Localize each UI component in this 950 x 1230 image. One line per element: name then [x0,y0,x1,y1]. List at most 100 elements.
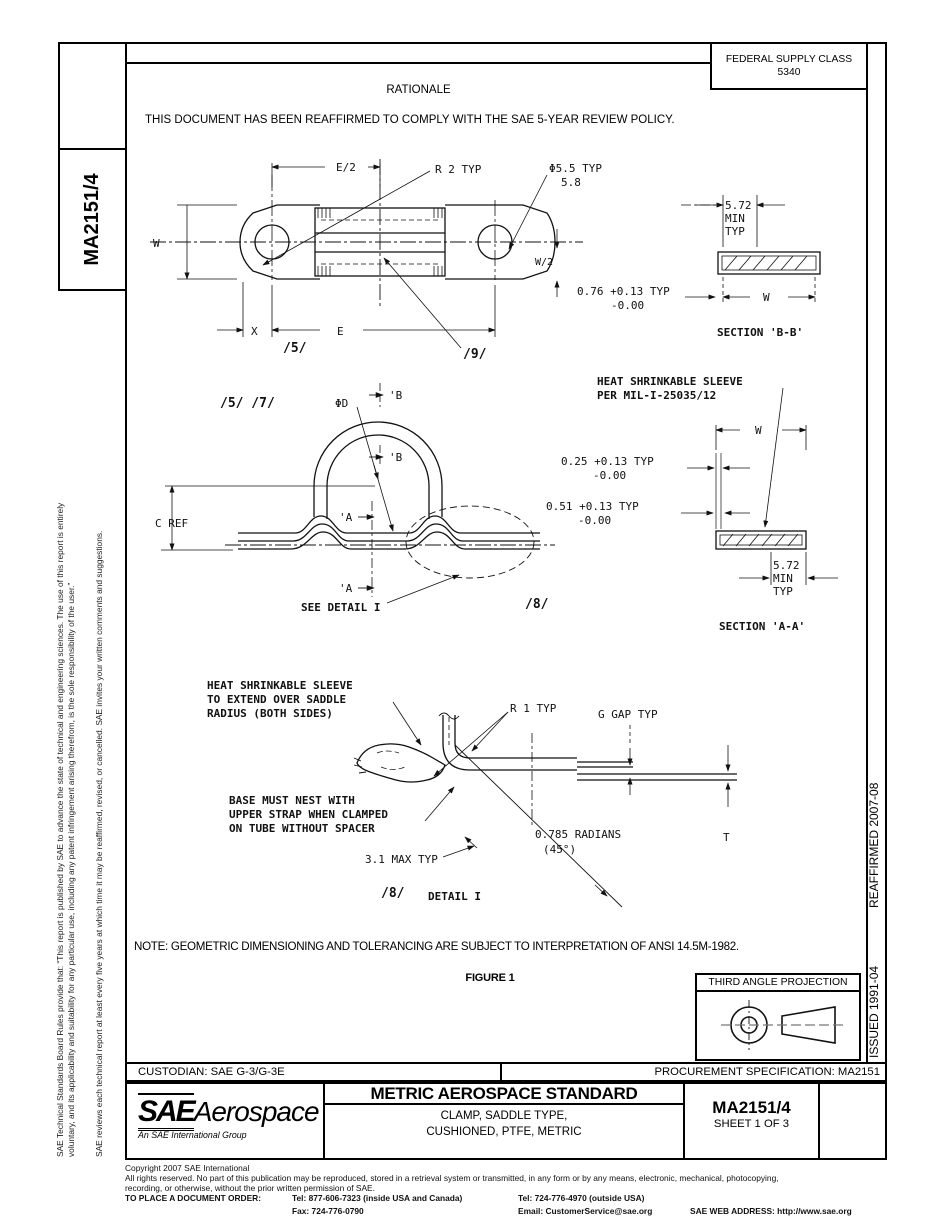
sheet-number: SHEET 1 OF 3 [713,1118,790,1130]
caption-detail-i: DETAIL I [428,890,481,903]
section-bb [681,195,821,303]
doc-number-tab: MA2151/4 [60,150,124,289]
custodian-divider [500,1062,502,1082]
fsc-code: 5340 [777,67,801,78]
disclaimer-text: SAE Technical Standards Board Rules prov… [55,311,76,1157]
dim-w-left: W [153,237,160,250]
dim-076: 0.76 +0.13 TYP [577,285,670,298]
figure-caption: FIGURE 1 [465,972,515,984]
third-angle-title: THIRD ANGLE PROJECTION [697,975,859,992]
third-angle-symbol [721,1000,847,1050]
flag-9-top: /9/ [463,347,487,362]
third-angle-box: THIRD ANGLE PROJECTION [695,973,861,1061]
footer-rights-1: All rights reserved. No part of this pub… [125,1173,779,1183]
note-base-1: BASE MUST NEST WITH [229,794,355,807]
dim-025b: -0.00 [593,469,626,482]
custodian-row [125,1062,887,1082]
dim-31-max: 3.1 MAX TYP [365,853,438,866]
mark-b-top: 'B [389,389,403,402]
dim-t: T [723,831,730,844]
note-base-2: UPPER STRAP WHEN CLAMPED [229,808,388,821]
side-view-clamp [161,383,555,604]
label-dia58: 5.8 [561,176,581,189]
caption-section-aa: SECTION 'A-A' [719,620,805,633]
dim-x: X [251,325,258,338]
dim-bb-min: MIN [725,212,745,225]
reaffirmed-text: REAFFIRMED 2007-08 [867,782,881,908]
dim-076b: -0.00 [611,299,644,312]
label-phid: ΦD [335,397,348,410]
disclaimer-line2: voluntary, and its applicability and sui… [65,582,76,1157]
caption-section-bb: SECTION 'B-B' [717,326,803,339]
dim-025: 0.25 +0.13 TYP [561,455,654,468]
footer-tel-outside: Tel: 724-776-4970 (outside USA) [518,1193,645,1203]
label-see-detail: SEE DETAIL I [301,601,380,614]
federal-supply-class-box: FEDERAL SUPPLY CLASS 5340 [710,42,868,90]
logo-subtitle: An SAE International Group [138,1130,247,1140]
dim-aa-w: W [755,424,762,437]
doc-number: MA2151/4 [712,1098,791,1117]
dim-bb-w: W [763,291,770,304]
note-sleeve-3: RADIUS (BOTH SIDES) [207,707,333,720]
top-view-strap [150,159,583,349]
footer-email: Email: CustomerService@sae.org [518,1206,653,1216]
standard-type: METRIC AEROSPACE STANDARD [370,1084,638,1103]
dim-051: 0.51 +0.13 TYP [546,500,639,513]
tb-divider-1 [323,1082,325,1160]
detail-i [353,701,737,908]
footer-copyright: Copyright 2007 SAE International [125,1163,250,1173]
dim-e: E [337,325,344,338]
mark-b-bot: 'B [389,451,403,464]
figure1-drawing: E/2 R 2 TYP Φ5.5 TYP 5.8 W W/2 X E /5/ /… [150,159,838,908]
doc-title-line1: CLAMP, SADDLE TYPE, [440,1110,568,1122]
dim-g-gap: G GAP TYP [598,708,658,721]
flags-5-7: /5/ /7/ [220,396,275,411]
procurement-text: PROCUREMENT SPECIFICATION: MA2151 [654,1066,880,1078]
custodian-text: CUSTODIAN: SAE G-3/G-3E [138,1066,285,1078]
title-block [125,1082,887,1160]
note-sleeve-2: TO EXTEND OVER SADDLE [207,693,346,706]
flag-8-detail: /8/ [381,886,405,901]
left-tab-empty [58,42,127,150]
flag-5-top: /5/ [283,341,307,356]
rationale-title: RATIONALE [386,84,451,96]
tb-divider-3 [818,1082,820,1160]
mark-a-top: 'A [339,511,353,524]
label-sleeve-1: HEAT SHRINKABLE SLEEVE [597,375,743,388]
flag-8-side: /8/ [525,597,549,612]
dim-c-ref: C REF [155,517,188,530]
dim-bb-572: 5.72 [725,199,752,212]
dim-radians: 0.785 RADIANS [535,828,621,841]
left-tab-docnumber [58,148,127,291]
footer-order-label: TO PLACE A DOCUMENT ORDER: [125,1193,262,1203]
footer-rights-2: recording, or otherwise, without the pri… [125,1183,375,1193]
dim-e2: E/2 [336,161,356,174]
dim-051b: -0.00 [578,514,611,527]
dim-aa-572: 5.72 [773,559,800,572]
footer-web: SAE WEB ADDRESS: http://www.sae.org [690,1206,852,1216]
right-strip-divider [866,42,868,1062]
dim-aa-typ: TYP [773,585,793,598]
dim-bb-typ: TYP [725,225,745,238]
label-r2-typ: R 2 TYP [435,163,482,176]
disclaimer-line1: SAE Technical Standards Board Rules prov… [55,502,65,1157]
review-note-text: SAE reviews each technical report at lea… [94,530,104,1157]
mark-a-bot: 'A [339,582,353,595]
sae-aerospace-logo: SAEAerospace An SAE International Group [138,1093,320,1140]
tb-divider-2 [683,1082,685,1160]
footer-tel-inside: Tel: 877-606-7323 (inside USA and Canada… [292,1193,463,1203]
label-sleeve-2: PER MIL-I-25035/12 [597,389,716,402]
geometric-note: NOTE: GEOMETRIC DIMENSIONING AND TOLERAN… [134,940,739,953]
rationale-body: THIS DOCUMENT HAS BEEN REAFFIRMED TO COM… [145,114,675,126]
note-sleeve-1: HEAT SHRINKABLE SLEEVE [207,679,353,692]
issued-text: ISSUED 1991-04 [867,965,881,1058]
label-dia55: Φ5.5 TYP [549,162,602,175]
doc-number-tab-label: MA2151/4 [80,173,103,266]
logo-sae-text: SAE [138,1093,196,1131]
note-base-3: ON TUBE WITHOUT SPACER [229,822,375,835]
dim-aa-min: MIN [773,572,793,585]
label-r1-typ: R 1 TYP [510,702,557,715]
fsc-title: FEDERAL SUPPLY CLASS [725,54,853,65]
dim-45deg: (45°) [543,843,576,856]
